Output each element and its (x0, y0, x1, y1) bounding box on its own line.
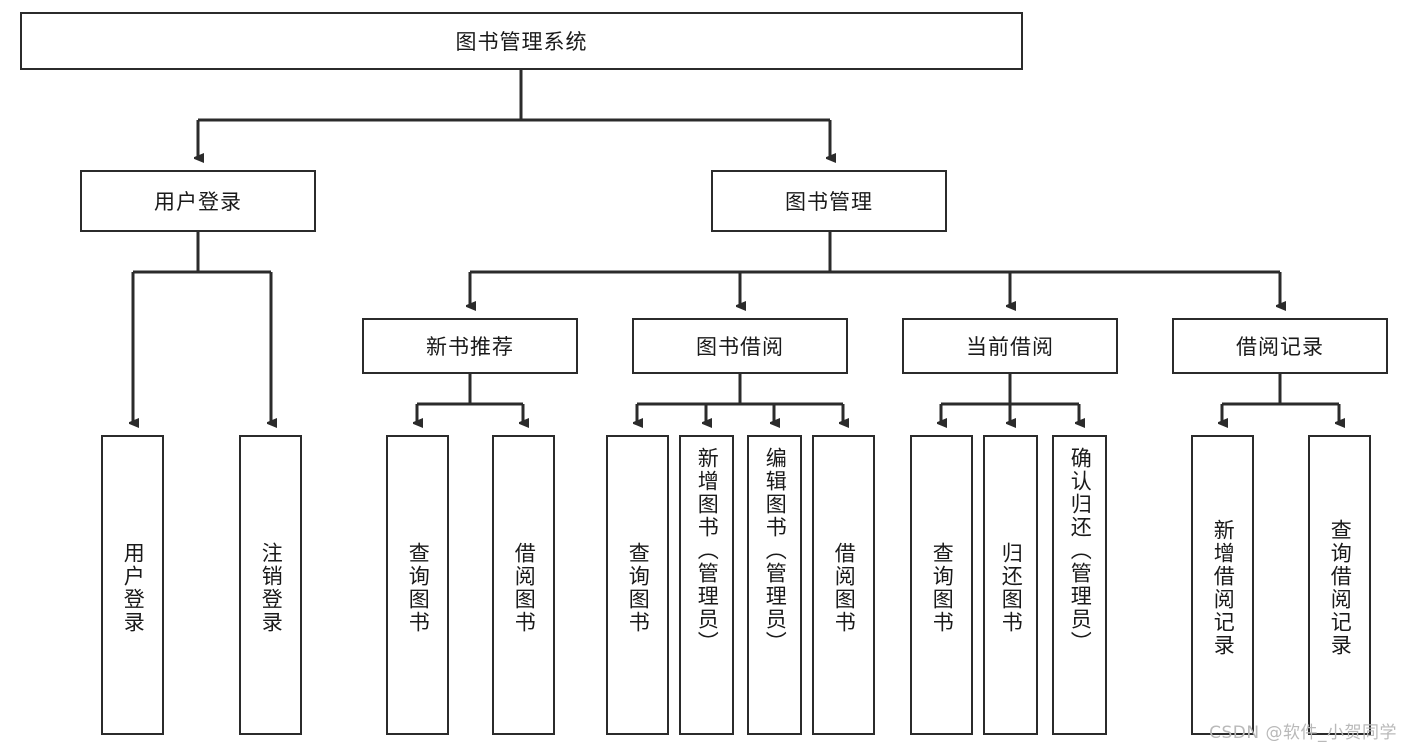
node-label: 查询借阅记录 (1328, 519, 1353, 657)
leaf-query-book-borrow[interactable]: 查询图书 (606, 435, 669, 735)
leaf-edit-book-admin[interactable]: 编辑图书（管理员） (747, 435, 802, 735)
node-label: 借阅图书 (512, 542, 537, 634)
leaf-user-login[interactable]: 用户登录 (101, 435, 164, 735)
node-book-borrow[interactable]: 图书借阅 (632, 318, 848, 374)
leaf-borrow-book[interactable]: 借阅图书 (812, 435, 875, 735)
node-user-login[interactable]: 用户登录 (80, 170, 316, 232)
node-book-management[interactable]: 图书管理 (711, 170, 947, 232)
node-label: 图书借阅 (696, 335, 784, 359)
node-label: 图书管理 (785, 190, 873, 214)
node-label: 借阅图书 (832, 542, 857, 634)
node-borrow-records[interactable]: 借阅记录 (1172, 318, 1388, 374)
node-label: 查询图书 (626, 542, 651, 634)
node-root-system[interactable]: 图书管理系统 (20, 12, 1023, 70)
leaf-query-borrow-record[interactable]: 查询借阅记录 (1308, 435, 1371, 735)
leaf-add-book-admin[interactable]: 新增图书（管理员） (679, 435, 734, 735)
node-label: 借阅记录 (1236, 335, 1324, 359)
node-label: 查询图书 (930, 542, 955, 634)
node-current-borrow[interactable]: 当前借阅 (902, 318, 1118, 374)
node-label: 归还图书 (999, 542, 1024, 634)
leaf-query-book-current[interactable]: 查询图书 (910, 435, 973, 735)
node-label: 新增图书（管理员） (695, 447, 720, 654)
leaf-add-borrow-record[interactable]: 新增借阅记录 (1191, 435, 1254, 735)
node-label: 查询图书 (406, 542, 431, 634)
leaf-logout[interactable]: 注销登录 (239, 435, 302, 735)
node-label: 确认归还（管理员） (1068, 447, 1093, 654)
node-label: 用户登录 (154, 190, 242, 214)
node-label: 新增借阅记录 (1211, 519, 1236, 657)
csdn-watermark: CSDN @软件_小贺同学 (1209, 723, 1397, 743)
node-label: 图书管理系统 (455, 30, 588, 54)
leaf-borrow-book-recommend[interactable]: 借阅图书 (492, 435, 555, 735)
leaf-query-book-recommend[interactable]: 查询图书 (386, 435, 449, 735)
node-label: 用户登录 (121, 542, 146, 634)
node-label: 新书推荐 (426, 335, 514, 359)
leaf-confirm-return-admin[interactable]: 确认归还（管理员） (1052, 435, 1107, 735)
node-label: 编辑图书（管理员） (763, 447, 788, 654)
node-label: 当前借阅 (966, 335, 1054, 359)
leaf-return-book[interactable]: 归还图书 (983, 435, 1038, 735)
node-label: 注销登录 (259, 542, 284, 634)
node-new-book-recommend[interactable]: 新书推荐 (362, 318, 578, 374)
